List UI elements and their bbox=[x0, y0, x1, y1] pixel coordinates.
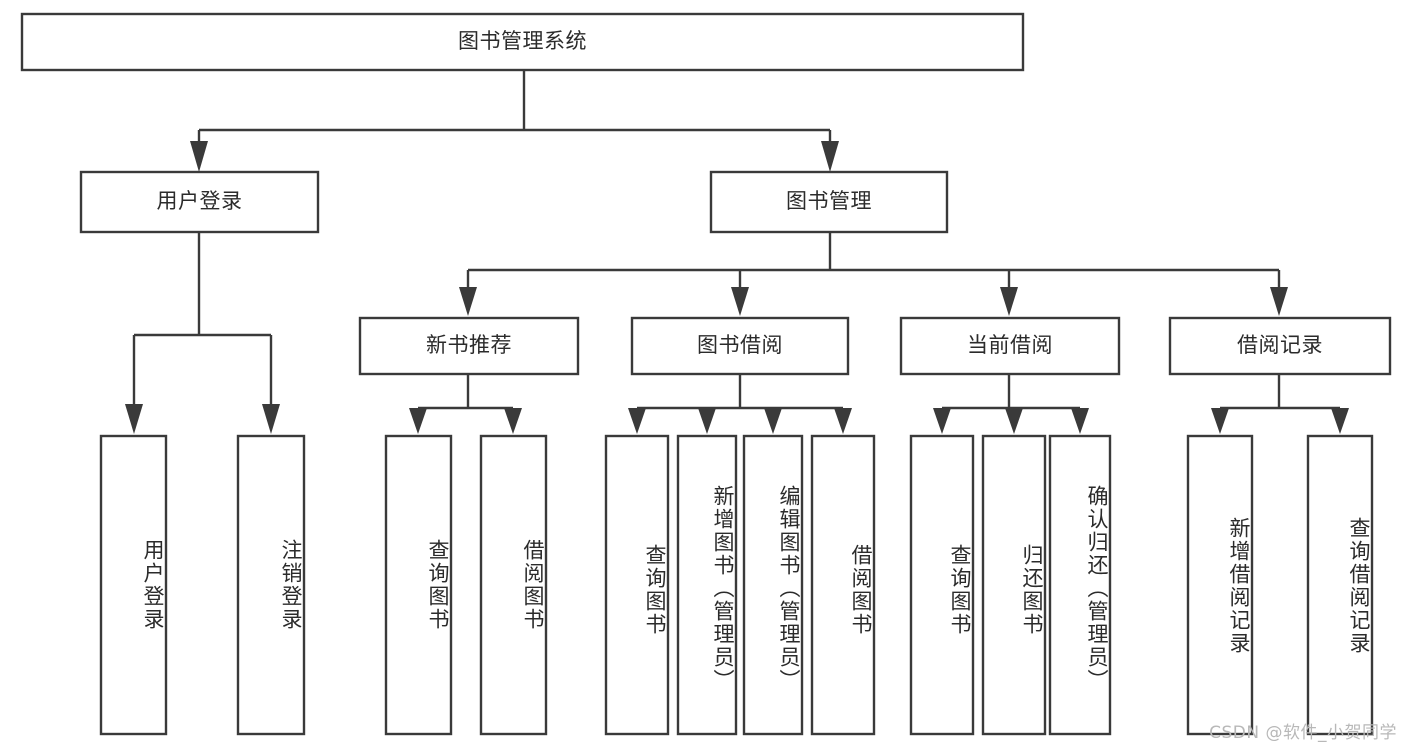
node-box-leaf-user-login[interactable] bbox=[99, 434, 168, 736]
arrow-head-leaf-add-borrow-record bbox=[1211, 408, 1229, 434]
node-box-new-book-recommend[interactable] bbox=[358, 316, 580, 376]
node-box-root[interactable] bbox=[20, 12, 1025, 72]
arrow-head-leaf-edit-book-admin bbox=[764, 408, 782, 434]
connector-book-management-to-level3 bbox=[459, 232, 1288, 316]
node-box-leaf-logout[interactable] bbox=[236, 434, 306, 736]
arrow-head-user-login bbox=[190, 141, 208, 172]
arrow-head-leaf-query-book-3 bbox=[933, 408, 951, 434]
connector-user-login-to-leaves bbox=[125, 232, 280, 434]
arrow-head-leaf-query-book-1 bbox=[409, 408, 427, 434]
node-box-leaf-query-book-2[interactable] bbox=[604, 434, 670, 736]
node-box-leaf-edit-book-admin[interactable] bbox=[742, 434, 804, 736]
node-box-book-management[interactable] bbox=[709, 170, 949, 234]
node-box-leaf-query-book-1[interactable] bbox=[384, 434, 453, 736]
arrow-head-new-book-recommend bbox=[459, 287, 477, 316]
node-box-leaf-borrow-book-1[interactable] bbox=[479, 434, 548, 736]
connector-root-to-level2 bbox=[190, 70, 839, 172]
arrow-head-book-management bbox=[821, 141, 839, 172]
node-box-leaf-borrow-book-2[interactable] bbox=[810, 434, 876, 736]
connector-borrow-records-to-leaves bbox=[1211, 374, 1349, 434]
connector-book-borrow-to-leaves bbox=[628, 374, 852, 434]
node-box-leaf-query-borrow-record[interactable] bbox=[1306, 434, 1374, 736]
node-box-borrow-records[interactable] bbox=[1168, 316, 1392, 376]
arrow-head-leaf-add-book-admin bbox=[698, 408, 716, 434]
node-box-leaf-confirm-return-admin[interactable] bbox=[1048, 434, 1112, 736]
arrow-head-current-borrow bbox=[1000, 287, 1018, 316]
arrow-head-leaf-user-login bbox=[125, 404, 143, 434]
arrow-head-leaf-query-book-2 bbox=[628, 408, 646, 434]
arrow-head-leaf-borrow-book-2 bbox=[834, 408, 852, 434]
node-box-leaf-add-book-admin[interactable] bbox=[676, 434, 738, 736]
connector-new-book-recommend-to-leaves bbox=[409, 374, 522, 434]
node-box-leaf-return-book[interactable] bbox=[981, 434, 1047, 736]
arrow-head-leaf-borrow-book-1 bbox=[504, 408, 522, 434]
arrow-head-leaf-confirm-return-admin bbox=[1071, 408, 1089, 434]
node-box-user-login[interactable] bbox=[79, 170, 320, 234]
arrow-head-leaf-logout bbox=[262, 404, 280, 434]
csdn-watermark: CSDN @软件_小贺同学 bbox=[1209, 723, 1397, 743]
connector-current-borrow-to-leaves bbox=[933, 374, 1089, 434]
arrow-head-leaf-return-book bbox=[1005, 408, 1023, 434]
node-box-leaf-add-borrow-record[interactable] bbox=[1186, 434, 1254, 736]
arrow-head-book-borrow bbox=[731, 287, 749, 316]
node-box-current-borrow[interactable] bbox=[899, 316, 1121, 376]
arrow-head-leaf-query-borrow-record bbox=[1331, 408, 1349, 434]
node-box-leaf-query-book-3[interactable] bbox=[909, 434, 975, 736]
node-box-book-borrow[interactable] bbox=[630, 316, 850, 376]
arrow-head-borrow-records bbox=[1270, 287, 1288, 316]
